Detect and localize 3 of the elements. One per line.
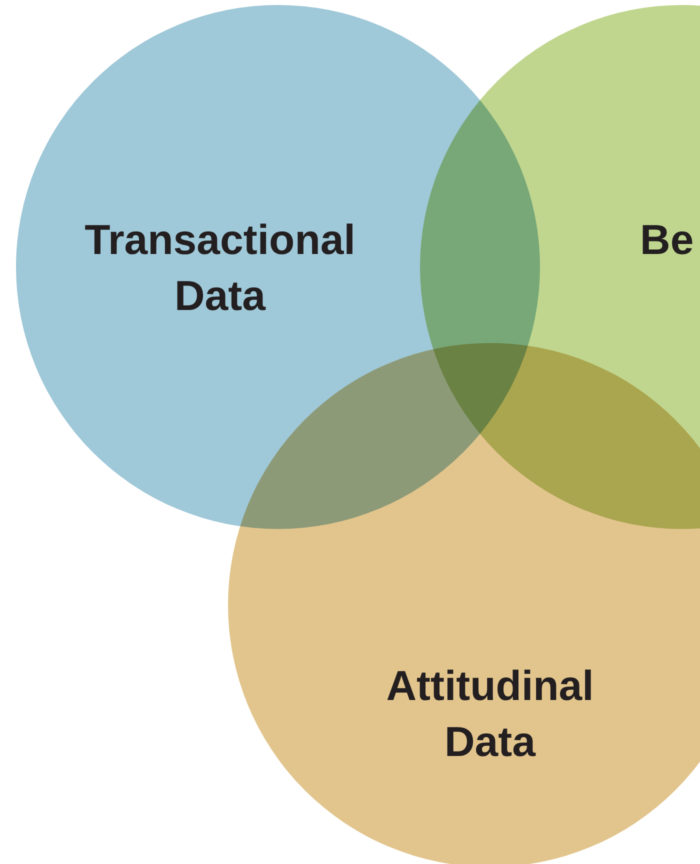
circle-label: Be <box>640 212 700 268</box>
circle-label: Attitudinal Data <box>360 658 620 770</box>
circle-label: Transactional Data <box>60 212 380 324</box>
